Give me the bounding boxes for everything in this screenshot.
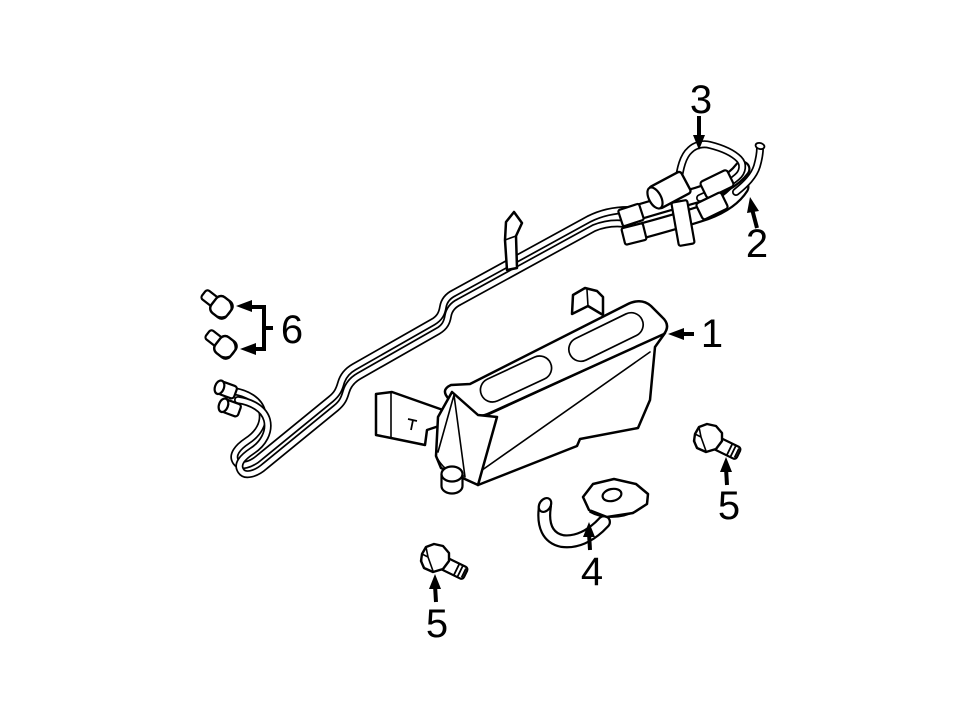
callout-5-right-label: 5 (718, 484, 740, 528)
callout-4-arrowhead (583, 522, 595, 537)
hose-assembly-drawing (617, 140, 766, 247)
bolt-right-drawing (692, 422, 743, 461)
callout-3[interactable]: 3 (690, 78, 712, 150)
bracket-pin-mark (407, 418, 418, 431)
tube-upper-core (230, 207, 636, 468)
mounting-bracket-drawing (537, 477, 650, 549)
cooler-front-fold-line (467, 351, 651, 481)
callout-6-arrowhead-bottom (240, 343, 256, 355)
callout-3-arrowhead (693, 135, 705, 150)
callout-1-label: 1 (701, 312, 723, 356)
hose-fitting-lower (620, 222, 648, 246)
bracket-eyelet-hole (601, 487, 623, 503)
loop-hose-core (675, 141, 745, 201)
callout-1[interactable]: 1 (668, 312, 723, 356)
callout-2-label: 2 (746, 222, 768, 266)
hose-connector-cylinder (646, 170, 692, 210)
callout-3-label: 3 (690, 78, 712, 122)
callout-4[interactable]: 4 (581, 522, 603, 594)
tube-end-fitting (211, 378, 239, 401)
hose-fitting-upper (617, 202, 645, 228)
clip-bottom-drawing (200, 324, 241, 363)
callout-5-right-arrowhead (720, 457, 732, 472)
callout-5-bottom[interactable]: 5 (426, 574, 448, 646)
tube-mounting-tab (503, 210, 524, 272)
cooler-slot-right (567, 311, 645, 363)
callout-4-label: 4 (581, 550, 603, 594)
cooler-side-bracket (374, 390, 447, 447)
hose-clamp-strap (670, 199, 696, 247)
bracket-arm-core (539, 501, 609, 547)
hose-sleeve-lower (695, 191, 729, 221)
callout-2-line (750, 208, 759, 229)
bracket-plate-edge (589, 510, 637, 518)
callout-5-bottom-label: 5 (426, 602, 448, 646)
callout-5-bottom-arrowhead (429, 574, 441, 589)
cooler-top-tab-fold (586, 289, 589, 307)
callout-6-bracket-lines (247, 305, 273, 351)
cooler-drain-top (440, 465, 464, 483)
callout-1-arrowhead (668, 328, 684, 340)
callout-6-label: 6 (281, 308, 303, 352)
cooler-end-tank (434, 390, 499, 487)
tube-tab-fold-line (504, 235, 517, 241)
cooler-slot-left (479, 355, 553, 403)
bracket-arm-open-end (537, 496, 553, 514)
callout-5-right[interactable]: 5 (718, 457, 740, 528)
callout-2[interactable]: 2 (746, 197, 768, 266)
callout-2-arrowhead (747, 197, 759, 213)
cooler-front-face (465, 331, 667, 487)
callout-6[interactable]: 6 (236, 300, 303, 355)
cooler-tube-lines-drawing (211, 206, 637, 479)
callout-6-arrowhead-top (236, 300, 252, 312)
clip-top-drawing (196, 284, 237, 323)
bolt-bottom-drawing (419, 542, 470, 581)
return-tube-open-end (754, 141, 766, 151)
cooler-top-face (443, 300, 669, 417)
oil-cooler-drawing (374, 286, 669, 495)
return-tube-core (733, 145, 763, 195)
tube-lower-core (235, 221, 635, 477)
